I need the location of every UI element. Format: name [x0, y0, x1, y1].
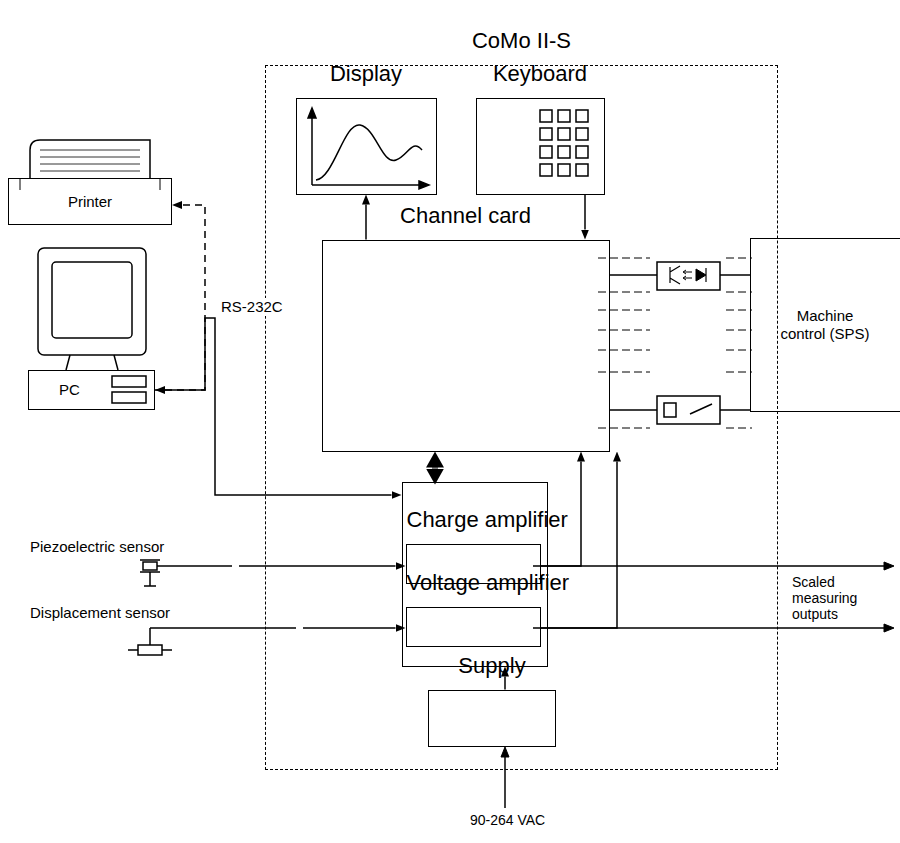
- keyboard-keys: [558, 128, 570, 140]
- keyboard-keys: [576, 146, 588, 158]
- keyboard-box: Keyboard: [476, 98, 605, 195]
- display-box-label: Display: [297, 61, 436, 87]
- printer-paper: [30, 140, 150, 178]
- printer-paper: [20, 140, 160, 190]
- displacement-sensor-symbol: [128, 628, 296, 655]
- mains-input-wire: [501, 747, 509, 757]
- pc-drive-slot: [112, 392, 146, 403]
- sensor-label: Piezoelectric sensor: [30, 538, 239, 556]
- sensor: Displacement sensor: [30, 604, 303, 664]
- keyboard-keys: [576, 128, 588, 140]
- output-label: Scaled measuring outputs: [790, 574, 874, 622]
- signal-connector: [504, 677, 506, 690]
- relay: [657, 396, 720, 424]
- relay: [657, 396, 720, 424]
- supply-voltage-label: 90-264 VAC: [468, 812, 547, 828]
- amplifier-unit-box: Charge amplifierVoltage amplifier: [402, 482, 548, 667]
- display-graph: [316, 125, 422, 180]
- supply-box: Supply: [428, 690, 556, 747]
- keyboard-keys: [576, 110, 588, 122]
- keyboard-keys: [540, 164, 552, 176]
- optocoupler: [683, 270, 686, 280]
- signal-connector: [303, 627, 396, 629]
- bus-arrow: [432, 468, 438, 469]
- supply-box-label: Supply: [429, 653, 555, 679]
- card-pin: [598, 258, 650, 428]
- optocoupler: [657, 262, 720, 290]
- monitor: [38, 248, 146, 355]
- keyboard-keys: [540, 128, 552, 140]
- serial-link: [165, 205, 205, 390]
- device-enclosure-label: CoMo II-S: [266, 28, 777, 54]
- pc-drive-slot: [112, 376, 146, 387]
- piezoelectric-sensor-symbol: [140, 560, 160, 586]
- amplifier-box: Voltage amplifier: [406, 607, 541, 647]
- pc-box-label: PC: [59, 381, 80, 399]
- printer-paper: [20, 178, 160, 190]
- monitor: [66, 355, 118, 370]
- pc-box: PC: [28, 370, 155, 410]
- signal-connector: [541, 462, 618, 629]
- signal-connector: [584, 195, 586, 230]
- piezoelectric-sensor-symbol: [157, 565, 232, 567]
- keyboard-keys: [558, 110, 570, 122]
- keyboard-keys: [558, 164, 570, 176]
- machine-control-box-label: Machine control (SPS): [775, 307, 875, 343]
- printer-paper: [40, 150, 140, 171]
- keyboard-keys: [540, 110, 552, 122]
- measuring-output-wire: [533, 562, 894, 632]
- signal-connector: [155, 318, 392, 495]
- pc-drive-slot: [112, 376, 146, 403]
- sensor: Piezoelectric sensor: [30, 538, 239, 586]
- keyboard-keys: [540, 146, 552, 158]
- monitor: [52, 262, 132, 338]
- amplifier-box-label: Charge amplifier: [407, 507, 540, 533]
- display-box: Display: [296, 98, 437, 195]
- mains-input-wire: [504, 757, 506, 808]
- mains-input-wire: [501, 747, 509, 808]
- measuring-output-wire: [884, 562, 894, 632]
- relay: [690, 404, 712, 414]
- signal-connector: [365, 205, 367, 240]
- optocoupler: [705, 268, 706, 282]
- piezoelectric-sensor-symbol: [140, 560, 232, 586]
- measuring-output-wire: [533, 566, 886, 628]
- relay: [664, 403, 676, 417]
- machine-control-box: Machine control (SPS): [750, 238, 900, 412]
- channel-card-box: Channel card: [322, 240, 610, 452]
- piezoelectric-sensor-symbol: [143, 562, 157, 570]
- signal-connector: [239, 565, 396, 567]
- optocoupler: [670, 266, 680, 284]
- displacement-sensor-symbol: [138, 645, 162, 655]
- amplifier-box-label: Voltage amplifier: [407, 570, 540, 596]
- optocoupler: [696, 269, 706, 281]
- device-enclosure: CoMo II-SDisplayKeyboardChannel cardChar…: [265, 65, 778, 770]
- monitor: [38, 248, 146, 370]
- printer-box-label: Printer: [68, 193, 112, 211]
- display-graph: [308, 108, 429, 189]
- keyboard-keys: [540, 110, 588, 176]
- channel-card-box-label: Channel card: [323, 203, 609, 229]
- keyboard-box-label: Keyboard: [477, 61, 604, 87]
- keyboard-keys: [558, 146, 570, 158]
- optocoupler: [657, 262, 720, 290]
- display-graph: [312, 112, 425, 185]
- display-graph: [308, 108, 429, 189]
- keyboard-keys: [576, 164, 588, 176]
- interface-label: RS-232C: [219, 298, 285, 316]
- card-pin: [726, 258, 752, 428]
- printer-box: Printer: [8, 178, 172, 225]
- sensor-label: Displacement sensor: [30, 604, 303, 622]
- card-pin: [598, 258, 752, 428]
